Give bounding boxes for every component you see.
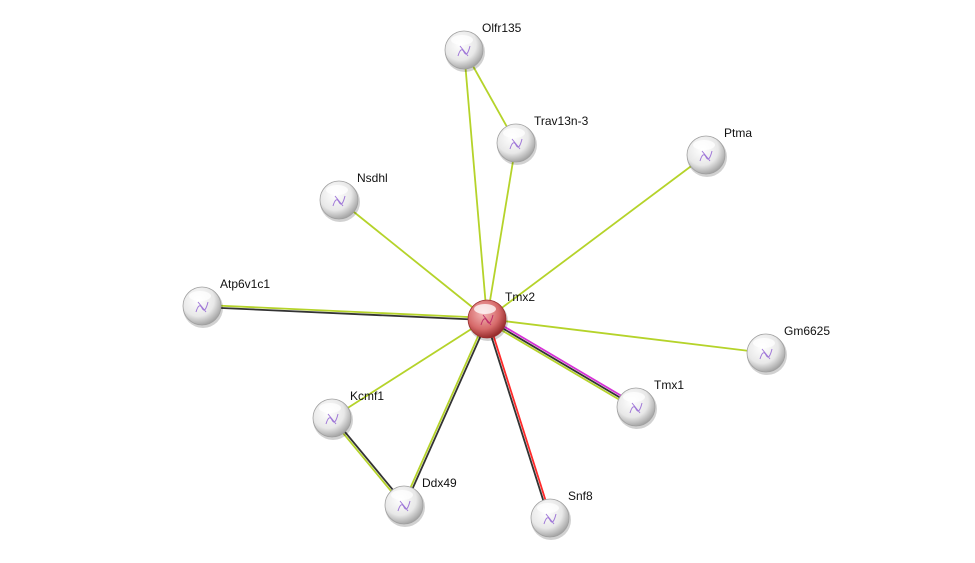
node-label: Gm6625	[784, 324, 830, 338]
node-highlight	[319, 403, 341, 413]
node-highlight	[693, 140, 715, 150]
edge-evidence-textmining	[331, 318, 488, 419]
edge-evidence-textmining	[402, 318, 487, 505]
node-Ptma[interactable]: Ptma	[686, 126, 752, 177]
edge-evidence-textmining	[485, 320, 636, 410]
node-highlight	[451, 35, 473, 45]
edge-evidence-coexpression	[485, 319, 550, 519]
node-Ddx49[interactable]: Ddx49	[384, 476, 457, 527]
protein-structure-icon	[195, 301, 209, 313]
protein-structure-icon	[332, 195, 346, 207]
node-highlight	[474, 304, 496, 314]
edge-Tmx2-Snf8[interactable]	[485, 318, 552, 519]
node-label: Snf8	[568, 489, 593, 503]
protein-structure-icon	[543, 513, 557, 525]
node-Kcmf1[interactable]: Kcmf1	[312, 389, 384, 440]
node-label: Olfr135	[482, 21, 522, 35]
edge-evidence-textmining	[338, 199, 488, 320]
node-label: Trav13n-3	[534, 114, 589, 128]
node-highlight	[623, 392, 645, 402]
node-highlight	[189, 291, 211, 301]
edge-Tmx2-Trav13n-3[interactable]	[486, 142, 517, 320]
edge-evidence-textmining	[486, 154, 707, 320]
edge-Tmx2-Gm6625[interactable]	[486, 318, 767, 354]
edge-evidence-textmining	[463, 49, 488, 320]
edge-evidence-textmining	[486, 142, 517, 320]
edge-evidence-coexpression	[404, 319, 489, 506]
node-highlight	[537, 503, 559, 513]
node-Trav13n-3[interactable]: Trav13n-3	[496, 114, 589, 165]
edge-evidence-textmining	[486, 318, 767, 354]
node-Atp6v1c1[interactable]: Atp6v1c1	[182, 277, 270, 328]
protein-structure-icon	[480, 314, 494, 326]
edge-evidence-textmining	[202, 304, 488, 319]
edge-Tmx2-Olfr135[interactable]	[463, 49, 488, 320]
edge-Tmx2-Ddx49[interactable]	[402, 318, 489, 506]
protein-structure-icon	[699, 150, 713, 162]
node-label: Nsdhl	[357, 171, 388, 185]
edge-evidence-homology	[487, 316, 638, 406]
edge-Tmx2-Kcmf1[interactable]	[331, 318, 488, 419]
edge-Tmx2-Ptma[interactable]	[486, 154, 707, 320]
protein-structure-icon	[325, 413, 339, 425]
node-Nsdhl[interactable]: Nsdhl	[319, 171, 388, 222]
node-label: Ddx49	[422, 476, 457, 490]
edge-Tmx2-Tmx1[interactable]	[485, 316, 638, 410]
edges-layer	[201, 49, 767, 519]
node-label: Kcmf1	[350, 389, 384, 403]
edge-Tmx2-Atp6v1c1[interactable]	[201, 304, 488, 321]
node-Tmx2[interactable]: Tmx2	[467, 290, 535, 341]
node-label: Tmx1	[654, 378, 684, 392]
node-label: Tmx2	[505, 290, 535, 304]
node-highlight	[326, 185, 348, 195]
node-highlight	[391, 490, 413, 500]
edge-evidence-coexpression	[486, 318, 637, 408]
protein-structure-icon	[457, 45, 471, 57]
protein-structure-icon	[629, 402, 643, 414]
node-label: Ptma	[724, 126, 752, 140]
nodes-layer: Tmx2 Olfr135Trav13n-3PtmaNsdhlAtp6v1c1Gm6…	[182, 21, 830, 540]
protein-structure-icon	[397, 500, 411, 512]
node-Snf8[interactable]: Snf8	[530, 489, 593, 540]
node-Olfr135[interactable]: Olfr135	[444, 21, 522, 72]
node-highlight	[753, 338, 775, 348]
node-label: Atp6v1c1	[220, 277, 270, 291]
node-highlight	[503, 128, 525, 138]
protein-structure-icon	[759, 348, 773, 360]
edge-evidence-fusion	[487, 318, 552, 518]
edge-Tmx2-Nsdhl[interactable]	[338, 199, 488, 320]
protein-structure-icon	[509, 138, 523, 150]
node-Tmx1[interactable]: Tmx1	[616, 378, 684, 429]
node-Gm6625[interactable]: Gm6625	[746, 324, 830, 375]
edge-evidence-coexpression	[201, 306, 487, 321]
